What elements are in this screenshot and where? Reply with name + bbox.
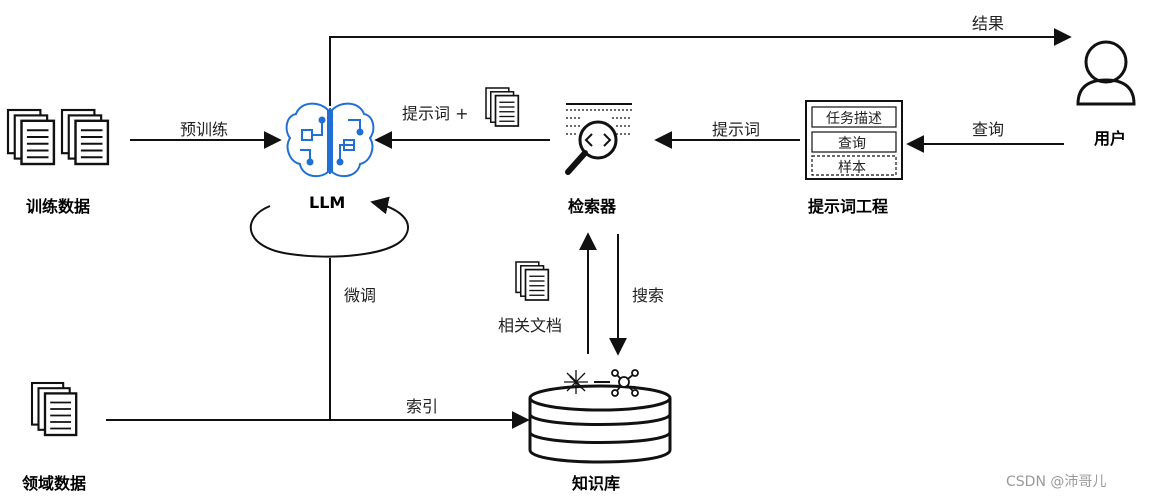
related-docs-icon bbox=[515, 261, 550, 301]
domain-data-label: 领域数据 bbox=[22, 474, 87, 493]
training-data-label: 训练数据 bbox=[26, 197, 91, 216]
related-docs-label: 相关文档 bbox=[498, 316, 563, 335]
search-label: 搜索 bbox=[632, 286, 665, 305]
user-icon bbox=[1076, 40, 1136, 106]
prompt-engineering-label: 提示词工程 bbox=[808, 197, 889, 216]
user-label: 用户 bbox=[1094, 129, 1127, 148]
retriever-label: 检索器 bbox=[568, 197, 617, 216]
prompt-box-query: 查询 bbox=[838, 136, 866, 152]
llm-label: LLM bbox=[309, 193, 346, 212]
retriever-icon bbox=[565, 103, 632, 175]
domain-data-icon bbox=[30, 381, 78, 437]
result-label: 结果 bbox=[972, 14, 1005, 33]
result-arrow bbox=[329, 28, 1072, 106]
prompt-box-sample: 样本 bbox=[838, 160, 866, 176]
prompt-box-task: 任务描述 bbox=[826, 111, 882, 127]
query-label: 查询 bbox=[972, 120, 1005, 139]
watermark: CSDN @沛哥儿 bbox=[1006, 474, 1107, 490]
embedding-icon bbox=[564, 370, 610, 394]
prompt-engineering-box bbox=[805, 100, 903, 180]
prompt-label: 提示词 bbox=[712, 120, 761, 139]
knowledge-base-label: 知识库 bbox=[572, 474, 621, 493]
graph-node-icon bbox=[611, 369, 639, 397]
training-data-icon bbox=[6, 108, 110, 166]
index-label: 索引 bbox=[406, 397, 439, 416]
finetune-loop bbox=[249, 196, 410, 258]
prompt-plus-label: 提示词 + bbox=[402, 104, 469, 123]
knowledge-base-icon bbox=[528, 384, 672, 464]
finetune-label: 微调 bbox=[344, 286, 377, 305]
prompt-doc-icon bbox=[485, 87, 520, 127]
pretrain-label: 预训练 bbox=[180, 120, 229, 139]
brain-icon bbox=[285, 102, 375, 178]
arrows bbox=[106, 28, 1072, 429]
